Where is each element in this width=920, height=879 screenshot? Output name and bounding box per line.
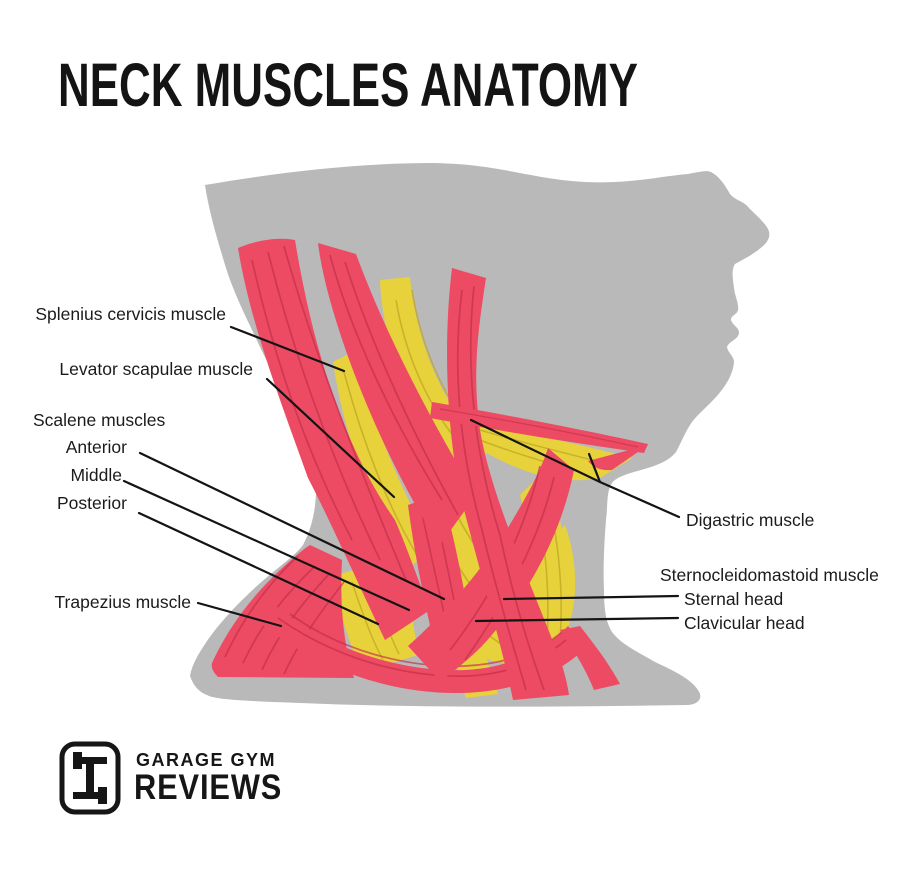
leader-line-posterior <box>137 511 380 626</box>
label-sternal-head: Sternal head <box>684 589 784 609</box>
logo-line2: REVIEWS <box>134 768 283 807</box>
fiber-lines <box>469 285 545 691</box>
label-scalene-muscles: Scalene muscles <box>33 410 166 430</box>
dumbbell-icon <box>59 741 121 815</box>
leader-line-splenius <box>229 325 346 373</box>
fiber-lines <box>351 581 384 661</box>
logo-line1: GARAGE GYM <box>136 750 277 770</box>
leader-line-clavicular <box>474 616 680 623</box>
fiber-lines <box>224 555 299 658</box>
label-clavicular-head: Clavicular head <box>684 613 805 633</box>
label-scalene-middle: Middle <box>70 465 122 485</box>
muscle-digastric <box>430 402 648 453</box>
fiber-lines <box>343 371 418 556</box>
fiber-lines <box>283 581 345 675</box>
fiber-lines <box>479 429 601 463</box>
muscle-levator-scapulae <box>333 351 434 572</box>
muscle-splenius-yellow-band <box>380 277 495 470</box>
leader-line-sternal <box>502 594 680 601</box>
fiber-lines <box>283 245 407 581</box>
fiber-lines <box>344 261 459 516</box>
fiber-lines <box>395 299 459 443</box>
label-scalene-posterior: Posterior <box>56 493 127 513</box>
leader-line-trapezius <box>196 601 283 628</box>
leader-line-anterior <box>138 451 446 601</box>
fiber-lines <box>251 259 353 541</box>
fiber-lines <box>267 251 381 561</box>
label-sternocleidomastoid: Sternocleidomastoid muscle <box>660 565 879 585</box>
fiber-lines <box>456 289 527 691</box>
leader-line-levator <box>265 377 396 499</box>
leader-line-digastric-branch <box>587 452 602 484</box>
label-scalene-anterior: Anterior <box>65 437 127 457</box>
label-digastric: Digastric muscle <box>686 510 815 530</box>
muscle-digastric-anterior-belly <box>588 445 648 471</box>
fiber-lines <box>439 408 639 448</box>
muscle-lower-right-sliver <box>560 626 620 690</box>
fiber-lines <box>329 254 443 501</box>
muscle-red-group <box>211 238 648 700</box>
label-trapezius: Trapezius muscle <box>54 592 191 612</box>
muscle-splenius-band-left <box>238 238 430 640</box>
label-levator-scapulae: Levator scapulae muscle <box>59 359 253 379</box>
label-splenius-cervicis: Splenius cervicis muscle <box>35 304 226 324</box>
page-title: NECK MUSCLES ANATOMY <box>58 51 638 119</box>
leader-line-middle <box>122 479 411 612</box>
